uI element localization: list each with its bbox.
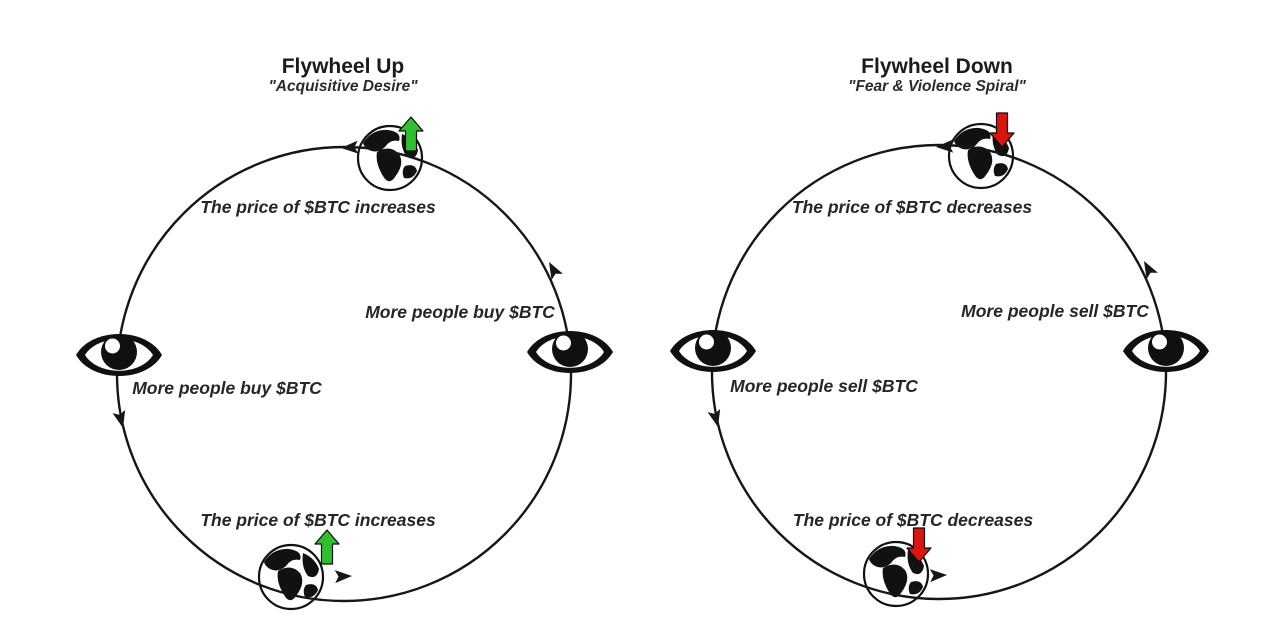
label-price-decreases-bottom: The price of $BTC decreases — [793, 510, 1033, 530]
flywheel-up-title: Flywheel Up — [282, 55, 405, 78]
block-arrow-up-icon — [314, 529, 340, 565]
flywheel-up-diagram: Flywheel Up "Acquisitive Desire" The pri… — [0, 0, 640, 644]
flow-arrowhead-right-icon — [1144, 261, 1158, 280]
label-price-increases-bottom: The price of $BTC increases — [200, 510, 436, 530]
label-price-decreases-top: The price of $BTC decreases — [792, 197, 1032, 217]
flow-arrowhead-top-icon — [341, 140, 359, 154]
flywheel-down-cycle-circle — [710, 143, 1168, 601]
flow-arrowhead-left-icon — [707, 408, 721, 427]
label-more-buy-right: More people buy $BTC — [365, 302, 555, 322]
eye-icon — [76, 334, 162, 376]
label-more-sell-left: More people sell $BTC — [730, 376, 918, 396]
flywheel-up-subtitle: "Acquisitive Desire" — [268, 78, 418, 95]
flow-arrowhead-right-icon — [549, 262, 563, 281]
flow-arrowhead-left-icon — [112, 409, 126, 428]
flywheel-down-subtitle: "Fear & Violence Spiral" — [848, 78, 1026, 95]
label-more-buy-left: More people buy $BTC — [132, 378, 322, 398]
eye-icon — [670, 330, 756, 372]
label-more-sell-right: More people sell $BTC — [961, 301, 1149, 321]
eye-icon — [527, 331, 613, 373]
block-arrow-down-icon — [906, 527, 932, 563]
flywheel-down-canvas: Flywheel Down "Fear & Violence Spiral" T… — [670, 55, 1209, 608]
flywheel-up-canvas: Flywheel Up "Acquisitive Desire" The pri… — [76, 55, 613, 611]
flow-arrowhead-bottom-icon — [929, 569, 947, 583]
flywheel-down-title: Flywheel Down — [861, 55, 1013, 78]
flow-arrowhead-bottom-icon — [334, 570, 352, 584]
label-price-increases-top: The price of $BTC increases — [200, 197, 436, 217]
flow-arrowhead-top-icon — [936, 139, 954, 153]
block-arrow-down-icon — [989, 112, 1015, 148]
eye-icon — [1123, 330, 1209, 372]
block-arrow-up-icon — [398, 116, 424, 152]
flywheel-down-diagram: Flywheel Down "Fear & Violence Spiral" T… — [640, 0, 1281, 644]
